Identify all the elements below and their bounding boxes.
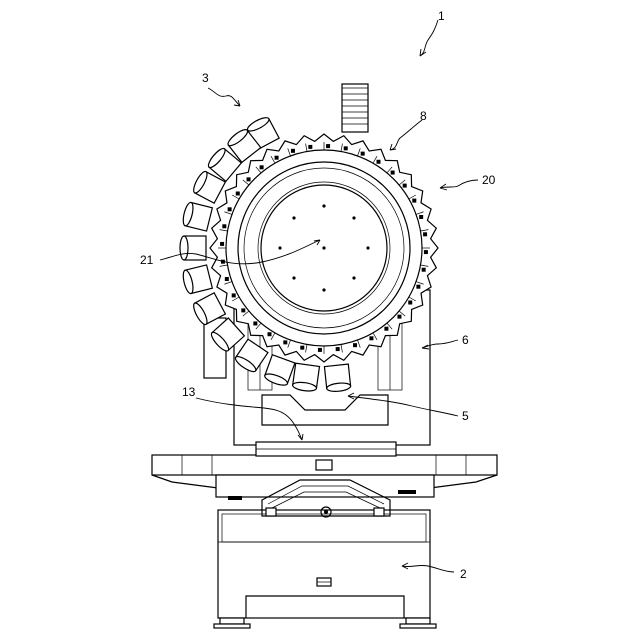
label-5: 5 [462, 409, 469, 423]
label-1: 1 [438, 9, 445, 23]
base-feet [214, 618, 436, 628]
cover [256, 442, 396, 456]
label-8: 8 [420, 109, 427, 123]
base [218, 510, 430, 618]
label-20: 20 [482, 173, 496, 187]
label-2: 2 [460, 567, 467, 581]
table [152, 455, 497, 497]
label-6: 6 [462, 333, 469, 347]
label-13: 13 [182, 385, 196, 399]
label-21: 21 [140, 253, 154, 267]
label-3: 3 [202, 71, 209, 85]
